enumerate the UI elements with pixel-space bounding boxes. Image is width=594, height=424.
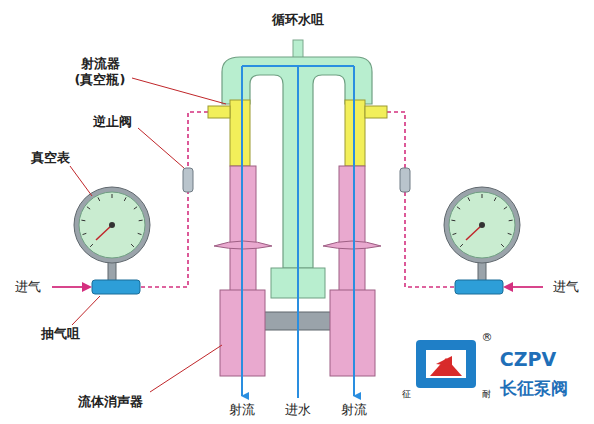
water-flow — [242, 66, 354, 398]
jet-flow — [241, 66, 243, 396]
part-label: 流体消声器 — [78, 394, 143, 410]
flow-label: 进气 — [15, 279, 41, 295]
logo-text: 征 — [402, 389, 411, 400]
jet-flow — [353, 66, 355, 396]
suction-port — [208, 106, 230, 118]
trademark: ® — [482, 331, 493, 345]
part-label: 逆止阀 — [93, 114, 132, 130]
check-valve — [183, 168, 193, 192]
suction-fitting — [92, 280, 140, 294]
logo-text: 长征泵阀 — [500, 378, 568, 399]
flow-label: 射流 — [341, 402, 367, 418]
flow-label: 射流 — [229, 402, 255, 418]
part-label: 抽气咀 — [41, 326, 80, 342]
air-line — [387, 112, 455, 287]
fluid-silencer — [330, 290, 375, 376]
part-label: 真空表 — [31, 150, 70, 166]
suction-fitting — [455, 280, 503, 294]
air-in-arrow — [52, 286, 84, 288]
air-in-arrow — [511, 286, 543, 288]
circulation-nozzle — [293, 40, 303, 58]
ejector-throat — [230, 100, 250, 166]
part-label: 射流器 (真空瓶) — [69, 56, 131, 89]
check-valve — [400, 168, 410, 192]
flow-label: 进气 — [553, 279, 579, 295]
logo-text: CZPV — [500, 348, 556, 372]
flange — [323, 241, 381, 249]
logo-mark — [416, 340, 476, 388]
suction-port — [365, 106, 387, 118]
leader-lines — [70, 78, 226, 392]
diffuser-pipe — [339, 166, 365, 296]
air-in-arrow — [503, 282, 513, 292]
part-label: 循环水咀 — [272, 12, 324, 28]
vacuum-gauges — [74, 187, 520, 282]
logo-text: 耐 — [482, 389, 491, 400]
flow-label: 进水 — [285, 402, 311, 418]
air-in-arrow — [82, 282, 92, 292]
